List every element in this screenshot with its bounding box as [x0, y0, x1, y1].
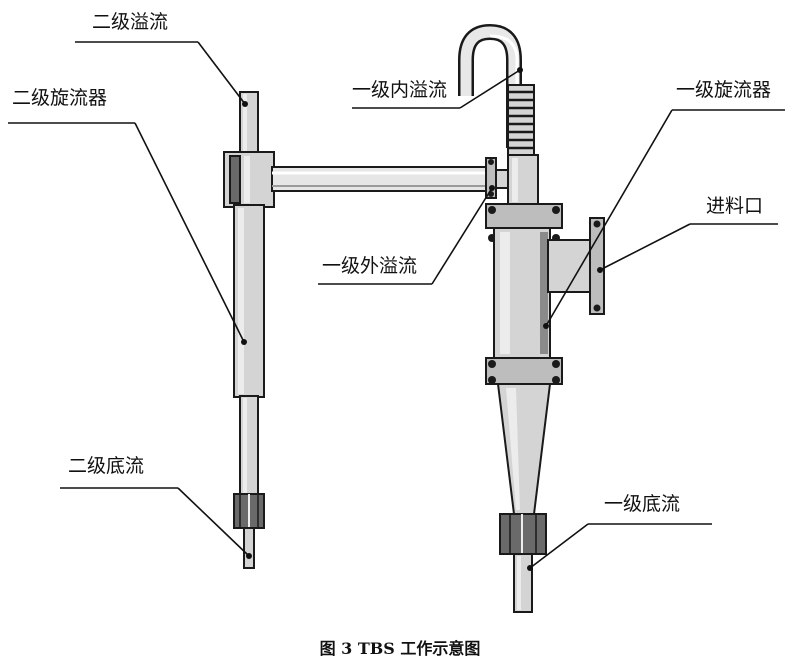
- secondary-cyclone: [223, 91, 275, 569]
- label-primary-cyclone: 一级旋流器: [543, 79, 785, 329]
- label-secondary-underflow: 二级底流: [60, 455, 252, 559]
- primary-lower-flange: [485, 357, 563, 385]
- svg-text:一级内溢流: 一级内溢流: [352, 79, 447, 101]
- primary-cyclone-cone: [496, 383, 552, 515]
- inner-overflow-coil: [507, 84, 535, 156]
- connecting-pipe: [271, 157, 521, 199]
- svg-text:一级旋流器: 一级旋流器: [676, 79, 771, 101]
- svg-text:一级底流: 一级底流: [604, 493, 680, 515]
- label-feed-inlet: 进料口: [597, 195, 778, 273]
- label-primary-inner-overflow: 一级内溢流: [352, 67, 523, 109]
- svg-text:二级底流: 二级底流: [68, 455, 144, 477]
- label-secondary-cyclone: 二级旋流器: [8, 87, 247, 345]
- secondary-lower-tube: [239, 395, 259, 497]
- inner-overflow-u-tube: [458, 23, 522, 148]
- svg-text:二级溢流: 二级溢流: [92, 11, 168, 33]
- label-primary-outer-overflow: 一级外溢流: [318, 185, 495, 285]
- label-primary-underflow: 一级底流: [527, 493, 712, 571]
- svg-text:进料口: 进料口: [706, 195, 763, 217]
- figure-caption: 图 3 TBS 工作示意图: [320, 639, 481, 658]
- svg-text:二级旋流器: 二级旋流器: [12, 87, 107, 109]
- svg-text:一级外溢流: 一级外溢流: [322, 255, 417, 277]
- primary-top-flange: [485, 203, 563, 229]
- feed-inlet-flange: [589, 217, 605, 315]
- primary-cyclone: [458, 23, 605, 613]
- label-secondary-overflow: 二级溢流: [75, 11, 248, 107]
